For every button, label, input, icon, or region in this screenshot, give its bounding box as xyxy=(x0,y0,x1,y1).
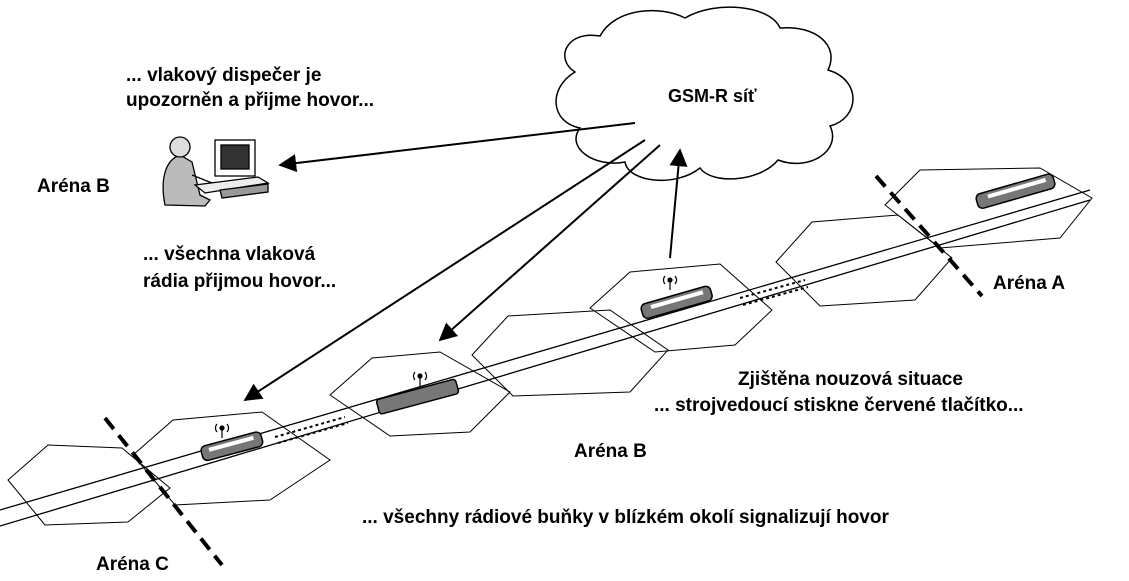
arena-gaps xyxy=(274,279,809,444)
antenna-icon xyxy=(412,371,428,386)
cells-text: ... všechny rádiové buňky v blízkém okol… xyxy=(362,507,889,528)
radio-cells xyxy=(7,167,1093,526)
hexagon-cell-icon xyxy=(589,263,773,353)
arena-boundaries xyxy=(103,174,984,567)
antennas xyxy=(214,275,678,438)
hexagon-cell-icon xyxy=(329,351,511,437)
cloud-label: GSM-R síť xyxy=(668,86,757,106)
arrow-train-to-network xyxy=(669,148,688,259)
dispatcher-icon xyxy=(162,136,270,207)
train-middle xyxy=(375,378,460,415)
antenna-icon xyxy=(662,275,678,290)
radios-text-line-2: rádia přijmou hovor... xyxy=(143,271,337,292)
arena-label-dispatcher: Aréna B xyxy=(37,176,110,197)
signal-arrows xyxy=(243,122,688,401)
dispatcher-text-line-2: upozorněn a přijme hovor... xyxy=(126,90,375,111)
antenna-icon xyxy=(214,423,230,438)
railway-track xyxy=(0,189,1091,527)
radios-text-line-1: ... všechna vlaková xyxy=(143,244,316,265)
train-left xyxy=(200,431,264,462)
arrow-to-dispatcher xyxy=(278,122,636,173)
arrow-to-middle-train xyxy=(438,144,661,342)
hexagon-cell-icon xyxy=(471,309,669,397)
hexagon-cell-icon xyxy=(775,214,953,307)
arena-label-middle: Aréna B xyxy=(574,441,647,462)
arrow-to-left-train xyxy=(243,139,646,401)
hexagon-cell-icon xyxy=(884,167,1093,249)
emergency-text-line-2: ... strojvedoucí stiskne červené tlačítk… xyxy=(654,395,1024,416)
arena-label-right: Aréna A xyxy=(993,273,1066,294)
train-emergency xyxy=(640,285,713,319)
train-right xyxy=(975,173,1056,209)
cloud-icon xyxy=(555,6,854,182)
hexagon-cell-icon xyxy=(7,444,171,526)
dispatcher-text-line-1: ... vlakový dispečer je xyxy=(126,65,322,86)
emergency-text-line-1: Zjištěna nouzová situace xyxy=(738,369,963,390)
arena-label-left: Aréna C xyxy=(96,554,169,575)
